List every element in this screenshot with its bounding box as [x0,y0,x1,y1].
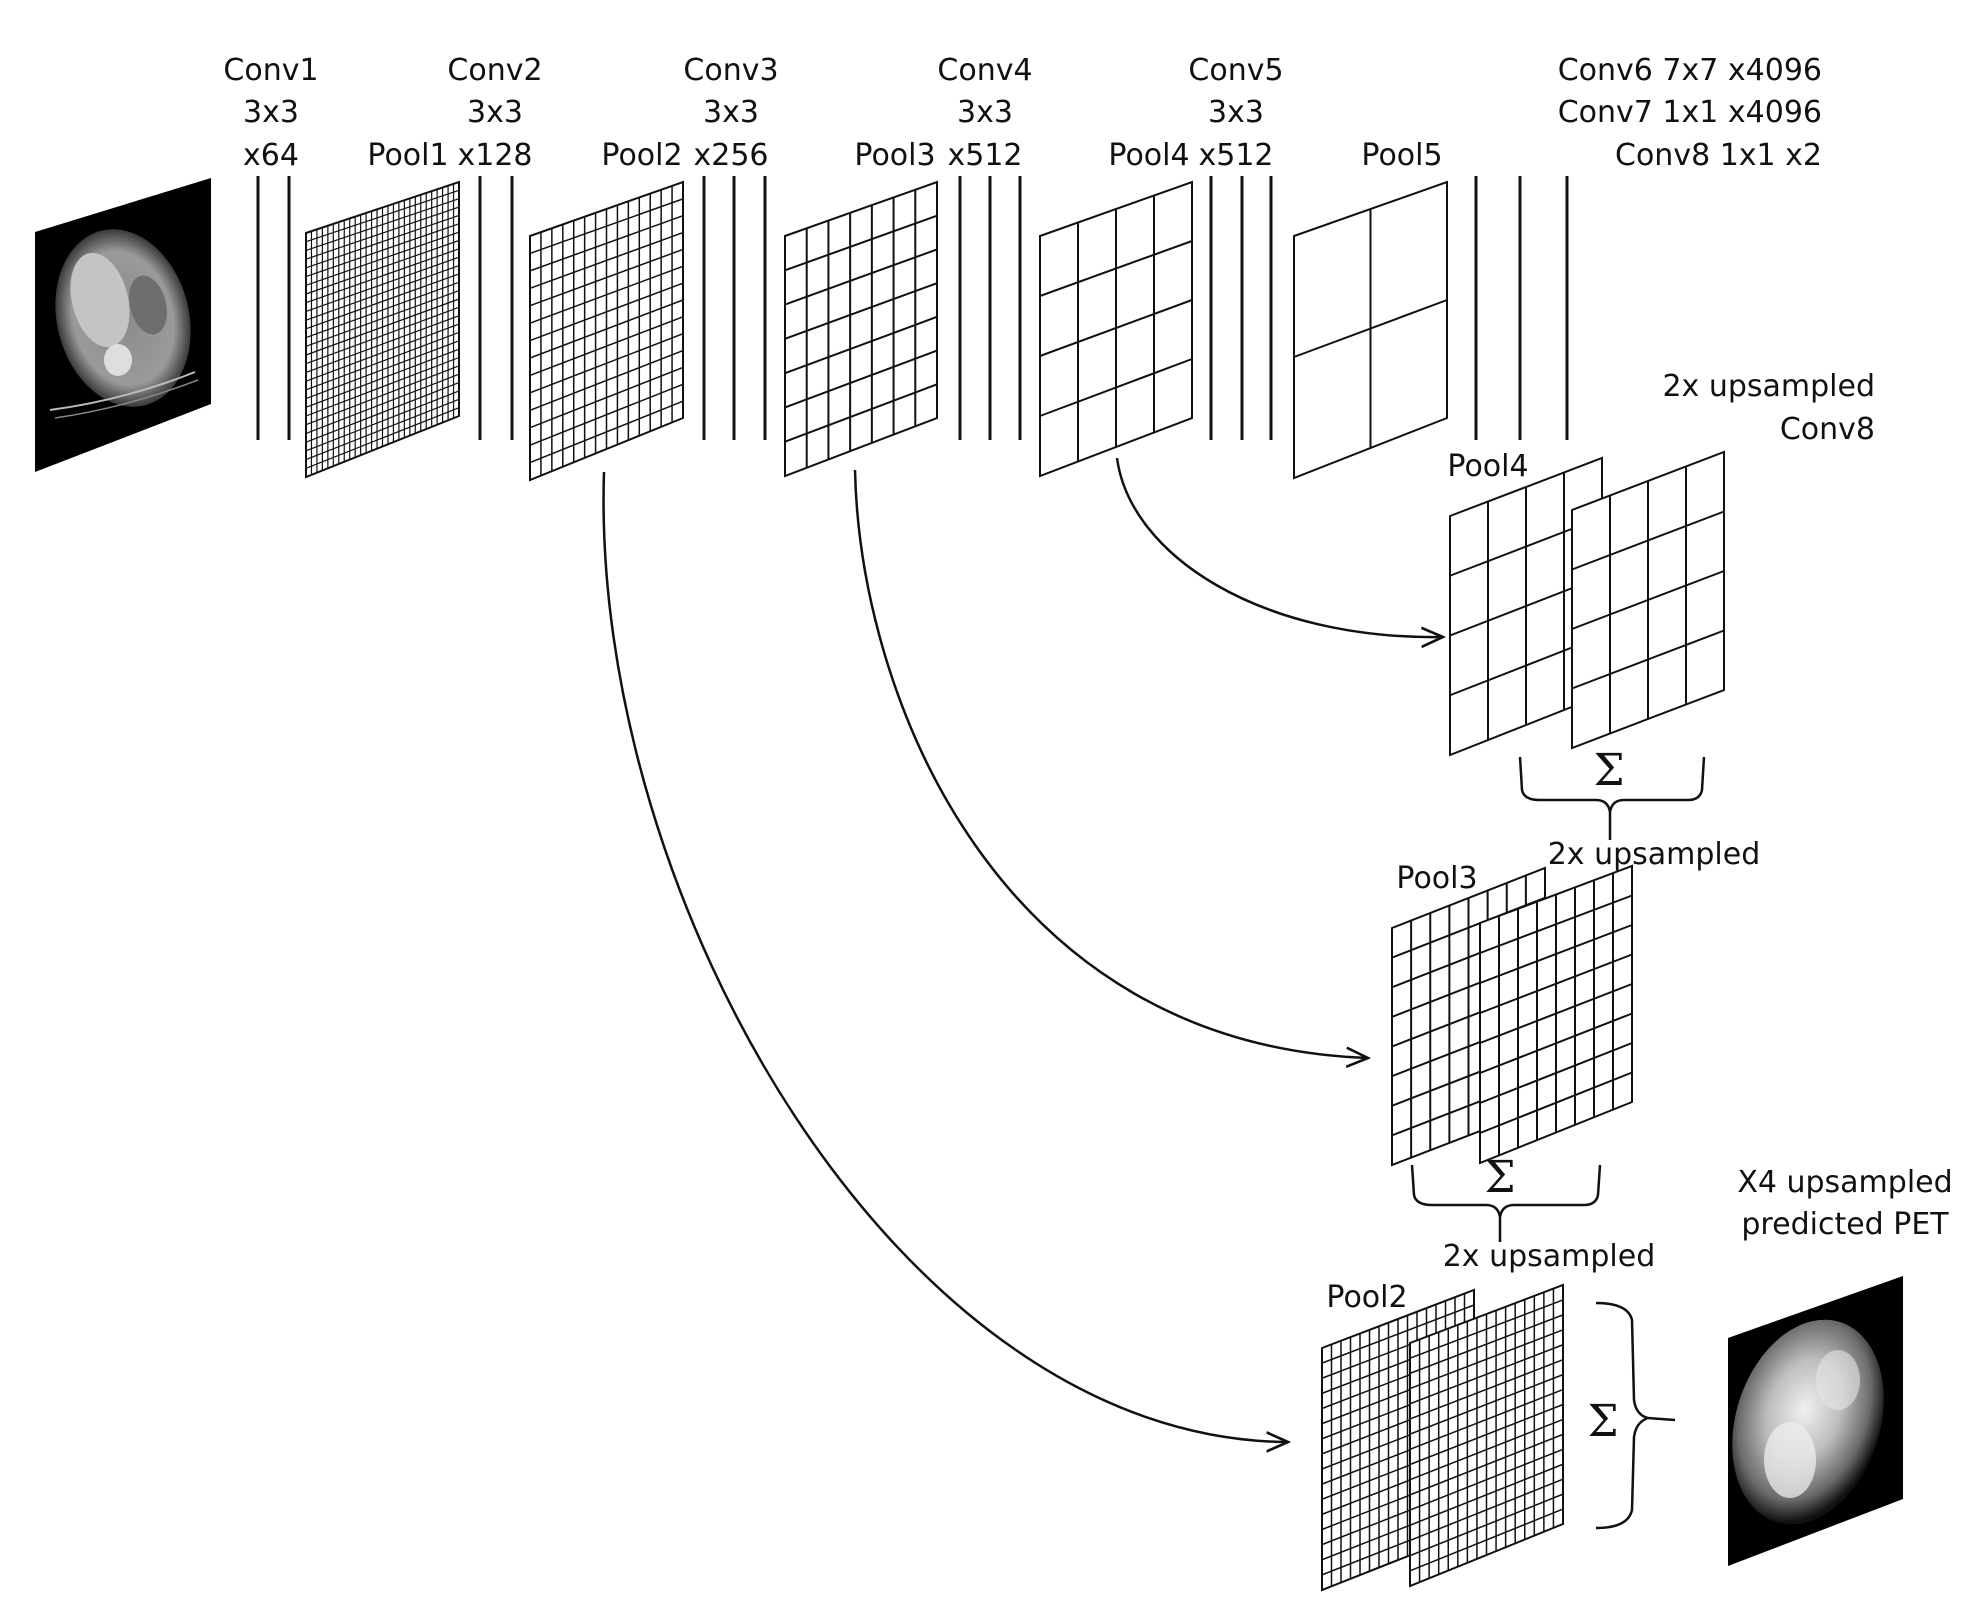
sum-brace-3 [1595,1301,1676,1530]
svg-text:3x3: 3x3 [467,95,523,130]
svg-text:x256: x256 [693,138,768,173]
label-pool1: Pool1 [367,138,448,173]
svg-text:x512: x512 [947,138,1022,173]
svg-text:Conv2: Conv2 [447,53,542,88]
feature-map-upsampled-stage2 [1409,1283,1564,1588]
feature-map-pool1 [305,180,460,479]
label-pool3: Pool3 [854,138,935,173]
svg-text:3x3: 3x3 [703,95,759,130]
svg-text:x64: x64 [243,138,299,173]
label-pool2: Pool2 [601,138,682,173]
feature-map-pool5 [1293,180,1448,480]
label-upsampled-conv8: 2x upsampled Conv8 [1662,369,1875,447]
label-skip-pool2: Pool2 [1326,1280,1407,1315]
label-skip-pool3: Pool3 [1396,861,1477,896]
label-conv5: Conv5 3x3 x512 [1188,53,1283,173]
feature-map-upsampled-stage1 [1479,864,1633,1165]
svg-text:Conv5: Conv5 [1188,53,1283,88]
sum-icon-2: Σ [1484,1152,1515,1203]
feature-map-pool4 [1039,180,1193,478]
label-conv3: Conv3 3x3 x256 [683,53,778,173]
label-conv2: Conv2 3x3 x128 [447,53,542,173]
svg-text:x128: x128 [457,138,532,173]
svg-text:Conv8: Conv8 [1780,412,1875,447]
svg-text:X4 upsampled: X4 upsampled [1737,1165,1952,1200]
sum-brace-2 [1410,1164,1602,1242]
svg-text:3x3: 3x3 [1208,95,1264,130]
svg-text:2x upsampled: 2x upsampled [1662,369,1875,404]
svg-text:Conv1: Conv1 [223,53,318,88]
skip-connections [602,457,1443,1442]
svg-text:3x3: 3x3 [243,95,299,130]
label-skip-pool4: Pool4 [1447,449,1528,484]
svg-text:Conv8 1x1 x2: Conv8 1x1 x2 [1615,138,1822,173]
label-pool5: Pool5 [1361,138,1442,173]
sum-icon-3: Σ [1587,1396,1618,1447]
feature-map-pool3 [784,180,938,478]
label-output: X4 upsampled predicted PET [1737,1165,1952,1242]
svg-text:predicted PET: predicted PET [1741,1207,1949,1242]
conv-layer-bars [256,176,1569,440]
svg-text:Conv4: Conv4 [937,53,1032,88]
sum-brace-1 [1518,756,1706,840]
svg-text:3x3: 3x3 [957,95,1013,130]
svg-text:x512: x512 [1198,138,1273,173]
label-conv4: Conv4 3x3 x512 [937,53,1032,173]
input-ct-image [35,178,211,472]
sum-icon-1: Σ [1593,745,1624,796]
svg-text:Conv6 7x7 x4096: Conv6 7x7 x4096 [1558,53,1822,88]
svg-text:Conv7 1x1 x4096: Conv7 1x1 x4096 [1558,95,1822,130]
label-conv6-7-8: Conv6 7x7 x4096 Conv7 1x1 x4096 Conv8 1x… [1558,53,1822,173]
svg-text:Conv3: Conv3 [683,53,778,88]
feature-map-upsampled-conv8 [1571,450,1725,750]
feature-map-pool2 [529,180,684,482]
label-upsampled-2: 2x upsampled [1443,1239,1656,1274]
label-upsampled-1: 2x upsampled [1548,837,1761,872]
label-conv1: Conv1 3x3 x64 [223,53,318,173]
output-pet-image [1728,1276,1903,1566]
label-pool4: Pool4 [1108,138,1189,173]
